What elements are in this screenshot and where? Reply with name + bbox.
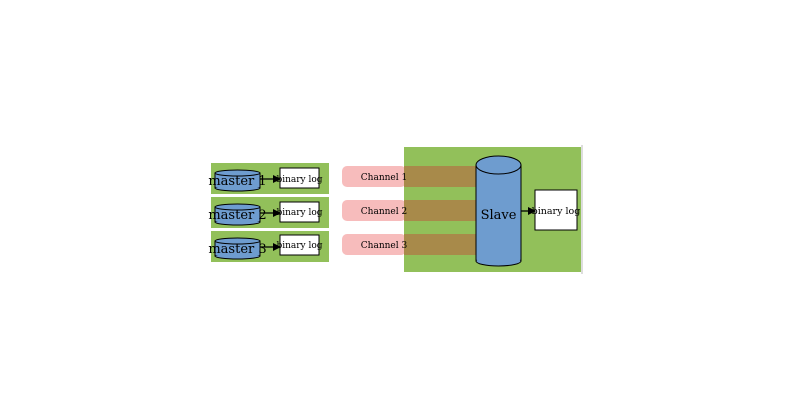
master-1-label: master 1 (208, 174, 266, 189)
master-group-3: master 3 binary log (208, 231, 329, 262)
master-3-binary-log-box (279, 234, 320, 256)
channel-2: Channel 2 (342, 200, 478, 221)
channel-3-label: Channel 3 (361, 241, 408, 251)
master-group-2: master 2 binary log (208, 197, 329, 228)
master-2-binary-log-label: binary log (276, 208, 322, 218)
channel-2-overlap (404, 200, 478, 221)
master-1-binary-log-label: binary log (276, 175, 322, 185)
master-2-binary-log-box (279, 201, 320, 223)
channel-3-band (342, 234, 406, 255)
channel-1-overlap (404, 166, 478, 187)
channel-2-band (342, 200, 406, 221)
slave-binary-log-label: binary log (532, 206, 581, 217)
master-2-label: master 2 (208, 208, 266, 223)
channel-1: Channel 1 (342, 166, 478, 187)
master-1-database-icon (214, 169, 261, 192)
channel-2-label: Channel 2 (361, 207, 407, 217)
master-2-database-icon (214, 203, 261, 226)
slave-label: Slave (481, 208, 517, 223)
channel-3-overlap (404, 234, 478, 255)
master-3-database-icon (214, 237, 261, 260)
channel-3: Channel 3 (342, 234, 478, 255)
slave-database-icon (475, 155, 522, 267)
channel-1-band (342, 166, 406, 187)
channel-1-label: Channel 1 (361, 173, 407, 183)
slave-binary-log-box (534, 189, 578, 231)
master-3-binary-log-label: binary log (276, 241, 322, 251)
master-3-label: master 3 (208, 242, 266, 257)
master-1-binary-log-box (279, 167, 320, 189)
master-group-1: master 1 binary log (208, 163, 329, 194)
